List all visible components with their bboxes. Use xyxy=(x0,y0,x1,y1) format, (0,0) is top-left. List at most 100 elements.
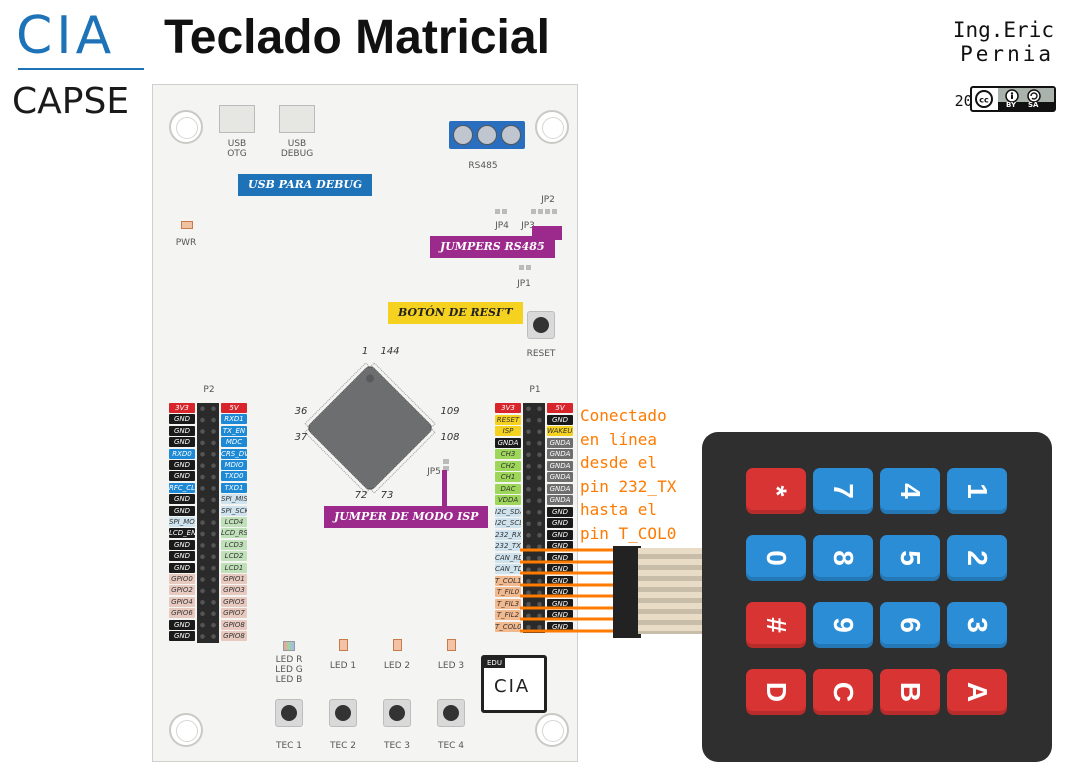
tec1-label: TEC 1 xyxy=(275,741,303,751)
mount-hole-bottom-left xyxy=(169,713,203,747)
pin-label: MDIO xyxy=(221,460,247,470)
isp-tag: JUMPER DE MODO ISP xyxy=(324,506,489,528)
rs485-terminal xyxy=(449,121,525,149)
pin-label: GPIO5 xyxy=(221,596,247,607)
pin-label: T_FIL0 xyxy=(495,587,521,597)
pin-label: GPIO7 xyxy=(221,608,247,619)
pin-label: DAC xyxy=(495,483,521,494)
edu-ciaa-logo: EDU CIA xyxy=(481,655,547,713)
author-last-name: Pernia xyxy=(960,42,1054,66)
chip-pin-72: 72 xyxy=(354,490,368,501)
pin-label: T_FIL3 xyxy=(495,598,521,609)
keypad-key[interactable]: 6 xyxy=(880,602,940,648)
keypad-key-label: * xyxy=(761,485,792,497)
pin-label: GPIO0 xyxy=(169,574,195,584)
pin-label: ISP xyxy=(495,426,521,436)
tec4-button[interactable] xyxy=(437,699,465,727)
cia-logo-bar xyxy=(18,68,144,70)
keypad-key[interactable]: 9 xyxy=(813,602,873,648)
screw-icon xyxy=(477,125,497,145)
keypad-key[interactable]: 3 xyxy=(947,602,1007,648)
keypad-key[interactable]: B xyxy=(880,669,940,715)
cc-sa-label: SA xyxy=(1028,101,1039,109)
keypad-key[interactable]: A xyxy=(947,669,1007,715)
led-2-label: LED 2 xyxy=(383,661,411,671)
edu-cia-mark: CIA xyxy=(494,676,531,697)
reset-button[interactable] xyxy=(527,311,555,339)
pin-label: CRS_DV xyxy=(221,448,247,459)
pin-label: CH1 xyxy=(495,472,521,482)
keypad-key[interactable]: 1 xyxy=(947,468,1007,514)
pin-label: LCD3 xyxy=(221,539,247,550)
jp4-pins xyxy=(495,209,507,214)
pin-label: GND xyxy=(169,551,195,562)
pin-label: MDC xyxy=(221,437,247,448)
pin-label: GPIO1 xyxy=(221,574,247,584)
jumpers-rs485-tag: JUMPERS RS485 xyxy=(430,236,555,258)
pin-label: GNDA xyxy=(547,472,573,482)
cc-license-icon: cc BY SA xyxy=(970,86,1056,112)
chip-pin-37: 37 xyxy=(294,432,308,443)
keypad-key[interactable]: D xyxy=(746,669,806,715)
pin-label: GND xyxy=(547,529,573,540)
usb-debug-label: USB DEBUG xyxy=(280,139,314,159)
chip-pin-1: 1 xyxy=(361,346,369,357)
keypad-key-label: 7 xyxy=(827,483,859,499)
reset-tag: BOTÓN DE RESET xyxy=(388,302,523,324)
rs485-label: RS485 xyxy=(468,161,498,171)
tec3-button[interactable] xyxy=(383,699,411,727)
p1-label: P1 xyxy=(529,385,541,395)
keypad-key[interactable]: 5 xyxy=(880,535,940,581)
pin-label: RXD1 xyxy=(221,414,247,425)
pin-label: GPIO8 xyxy=(221,619,247,630)
ribbon-cable xyxy=(638,548,708,634)
reset-label: RESET xyxy=(526,349,556,359)
keypad-key-label: 9 xyxy=(827,617,859,633)
author-first-name: Ing.Eric xyxy=(952,18,1054,42)
pin-label: T_COL1 xyxy=(495,575,521,586)
pin-label: LCD1 xyxy=(221,562,247,573)
jp2-pins xyxy=(531,209,557,214)
pin-label: GPIO3 xyxy=(221,585,247,596)
jp2-label: JP2 xyxy=(541,195,555,205)
pin-label: LCD2 xyxy=(221,551,247,562)
pin-label: VDDA xyxy=(495,495,521,505)
keypad-key[interactable]: 0 xyxy=(746,535,806,581)
pin-label: GNDA xyxy=(547,449,573,459)
pin-label: I2C_SDA xyxy=(495,506,521,517)
pin-label: LCD4 xyxy=(221,517,247,527)
pwr-label: PWR xyxy=(175,238,197,248)
keypad-key-label: 8 xyxy=(827,550,859,566)
pin-label: GNDA xyxy=(547,437,573,448)
keypad-key[interactable]: C xyxy=(813,669,873,715)
edu-tag: EDU xyxy=(484,658,505,668)
pin-label: GND xyxy=(547,518,573,528)
page-title: Teclado Matricial xyxy=(164,11,550,64)
led-1 xyxy=(339,639,348,651)
keypad-key[interactable]: 4 xyxy=(880,468,940,514)
keypad-key-label: 3 xyxy=(961,617,993,633)
tec4-label: TEC 4 xyxy=(437,741,465,751)
isp-pointer xyxy=(442,470,447,510)
screw-icon xyxy=(501,125,521,145)
chip-pin-144: 144 xyxy=(380,346,400,357)
pin-label: GND xyxy=(547,598,573,609)
pin-label: GND xyxy=(547,587,573,597)
keypad-key-label: D xyxy=(760,681,792,703)
pin-label: GND xyxy=(547,575,573,586)
keypad-key-label: B xyxy=(894,681,926,703)
keypad-key[interactable]: # xyxy=(746,602,806,648)
jumpers-rs485-tag-label: JUMPERS RS485 xyxy=(440,240,545,253)
keypad-key[interactable]: 8 xyxy=(813,535,873,581)
pin-label: SPI_SCK xyxy=(221,505,247,516)
pin-label: SPI_MISO xyxy=(221,494,247,505)
tec2-button[interactable] xyxy=(329,699,357,727)
led-1-label: LED 1 xyxy=(329,661,357,671)
keypad-key[interactable]: 7 xyxy=(813,468,873,514)
keypad-key[interactable]: * xyxy=(746,468,806,514)
tec1-button[interactable] xyxy=(275,699,303,727)
keypad-key-label: 2 xyxy=(961,550,993,566)
pin-label: GNDA xyxy=(547,460,573,471)
keypad-key[interactable]: 2 xyxy=(947,535,1007,581)
svg-text:cc: cc xyxy=(979,96,989,105)
